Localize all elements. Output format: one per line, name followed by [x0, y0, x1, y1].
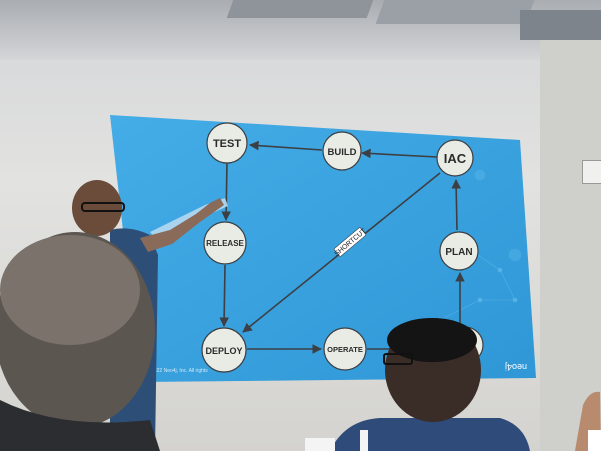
slide-copyright: © 2022 Neo4j, Inc. All rights: [146, 367, 208, 374]
slide-brand-logo: neo4j: [505, 362, 527, 372]
node-partial: [446, 326, 484, 364]
node-release-label: RELEASE: [206, 239, 244, 248]
node-iac-label: IAC: [444, 151, 467, 166]
arrow-plan-to-iac: [451, 179, 461, 231]
node-test-label: TEST: [213, 138, 241, 150]
arrow-build-to-test: [249, 140, 323, 151]
node-iac: IAC: [436, 139, 474, 177]
arrow-release-to-deploy: [219, 264, 229, 327]
ceiling: [0, 0, 601, 60]
arrow-iac-to-build: [361, 148, 438, 159]
arrow-test-to-release: [221, 161, 231, 221]
node-test: TEST: [206, 122, 248, 164]
node-operate-label: OPERATE: [327, 345, 363, 354]
node-plan: PLAN: [439, 231, 479, 271]
node-operate: OPERATE: [323, 327, 367, 371]
node-deploy: DEPLOY: [201, 327, 247, 373]
wall: [540, 40, 601, 451]
node-build: BUILD: [322, 131, 362, 171]
node-build-label: BUILD: [327, 147, 356, 158]
node-deploy-label: DEPLOY: [205, 346, 242, 356]
ceiling-vent: [520, 10, 601, 40]
wall-outlet: [582, 160, 601, 184]
node-release: RELEASE: [203, 221, 247, 265]
node-plan-label: PLAN: [445, 247, 472, 258]
